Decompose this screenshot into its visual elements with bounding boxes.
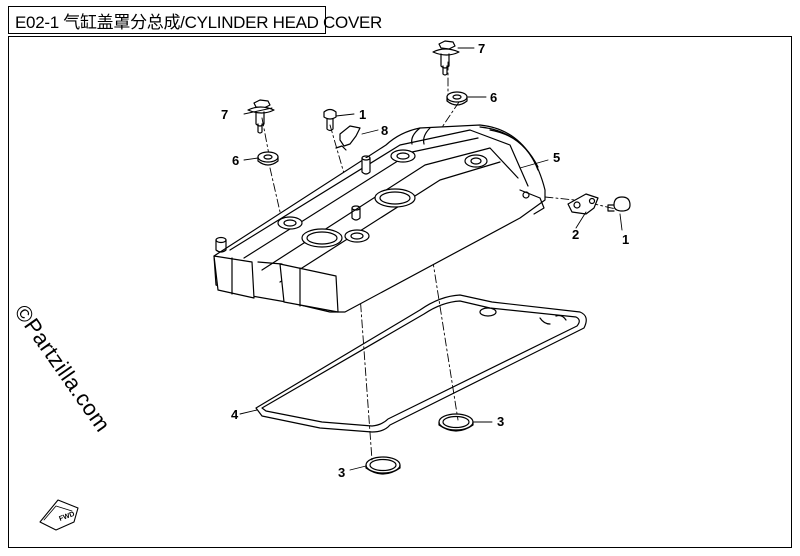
bracket-icon: [567, 193, 599, 215]
callout-6-right: 6: [490, 90, 498, 105]
washer-icon-right: [446, 91, 468, 106]
diagram-title: E02-1 气缸盖罩分总成/CYLINDER HEAD COVER: [15, 12, 383, 32]
cover-gasket-icon: [255, 294, 587, 433]
callout-2: 2: [572, 227, 580, 242]
callout-3-bottom: 3: [338, 465, 346, 480]
callout-1-right: 1: [622, 232, 630, 247]
small-bolt-icon-top: [323, 108, 337, 132]
diagram-title-box: E02-1 气缸盖罩分总成/CYLINDER HEAD COVER: [8, 6, 382, 34]
callout-3-right: 3: [497, 414, 505, 429]
leader-lines: [239, 47, 623, 471]
small-bolt-icon-right: [607, 196, 631, 212]
cylinder-head-cover-icon: [213, 124, 546, 313]
callout-7-left: 7: [221, 107, 229, 122]
washer-icon-left: [257, 151, 279, 166]
callout-6-left: 6: [232, 153, 240, 168]
callout-5: 5: [553, 150, 561, 165]
callout-8: 8: [381, 123, 389, 138]
flange-bolt-icon-left: [247, 99, 275, 134]
callout-4: 4: [231, 407, 239, 422]
callout-1-top: 1: [359, 107, 367, 122]
seal-ring-icon-right: [438, 413, 474, 432]
diagram-frame: [8, 36, 792, 548]
seal-ring-icon-bottom: [365, 456, 401, 475]
callout-7-right: 7: [478, 41, 486, 56]
clip-icon: [335, 125, 361, 151]
fwd-arrow-icon: [39, 499, 79, 531]
flange-bolt-icon-right: [432, 40, 460, 76]
